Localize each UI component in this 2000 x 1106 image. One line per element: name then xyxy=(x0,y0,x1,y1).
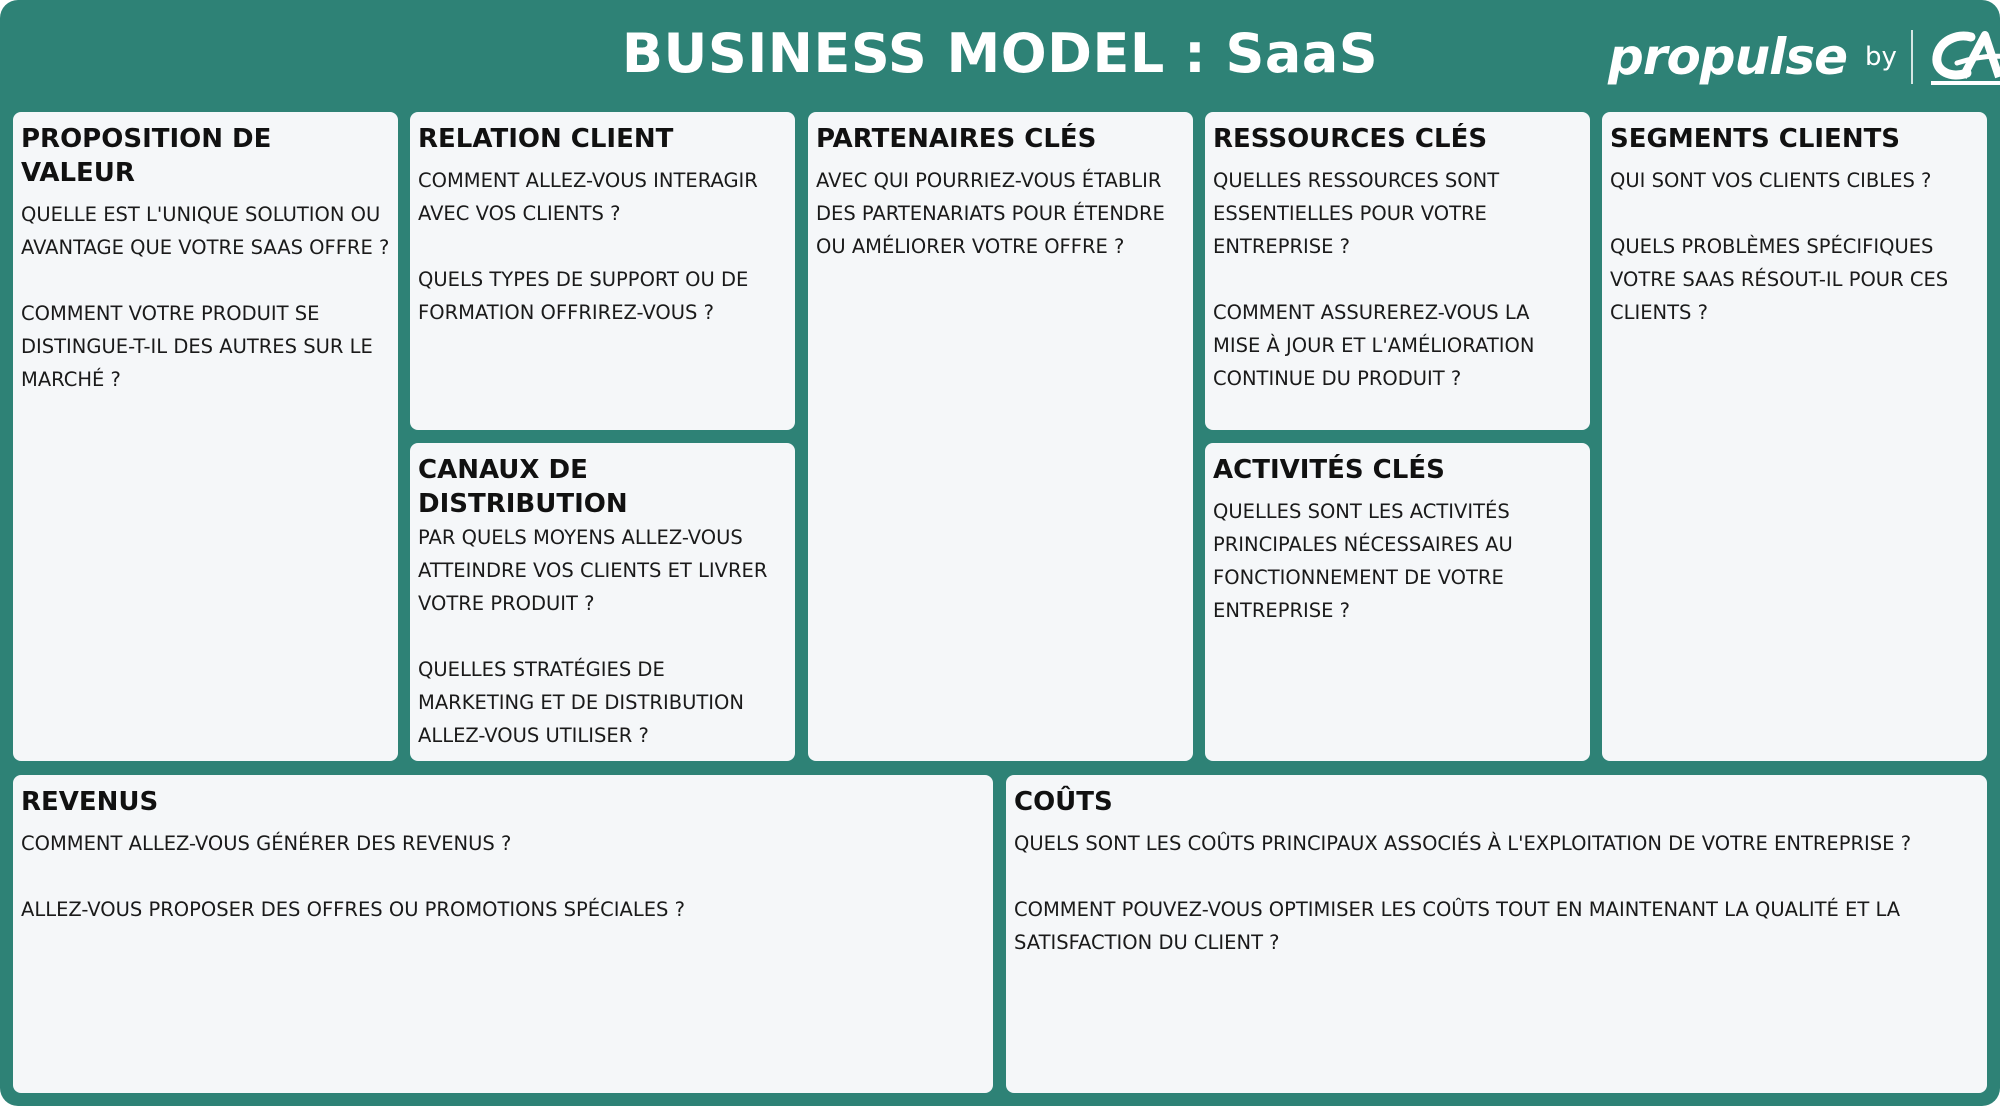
question-text: QUELS PROBLÈMES SPÉCIFIQUES VOTRE SAAS R… xyxy=(1610,235,1949,324)
brand-logo: propulse by xyxy=(1608,22,2000,92)
block-segments-clients: SEGMENTS CLIENTS QUI SONT VOS CLIENTS CI… xyxy=(1602,112,1987,761)
block-revenus: REVENUS COMMENT ALLEZ-VOUS GÉNÉRER DES R… xyxy=(13,775,993,1093)
block-partenaires-cles: PARTENAIRES CLÉS AVEC QUI POURRIEZ-VOUS … xyxy=(808,112,1193,761)
block-title: RESSOURCES CLÉS xyxy=(1213,124,1488,154)
block-couts: COÛTS QUELS SONT LES COÛTS PRINCIPAUX AS… xyxy=(1006,775,1987,1093)
brand-name: propulse xyxy=(1608,28,1848,86)
block-title: SEGMENTS CLIENTS xyxy=(1610,124,1901,154)
question-text: QUELS SONT LES COÛTS PRINCIPAUX ASSOCIÉS… xyxy=(1014,832,1912,855)
question-text: COMMENT ASSUREREZ-VOUS LA MISE À JOUR ET… xyxy=(1213,301,1535,390)
question-text: ALLEZ-VOUS PROPOSER DES OFFRES OU PROMOT… xyxy=(21,898,685,921)
block-title: RELATION CLIENT xyxy=(418,124,674,154)
block-title: ACTIVITÉS CLÉS xyxy=(1213,455,1445,485)
question-text: QUELLE EST L'UNIQUE SOLUTION OU AVANTAGE… xyxy=(21,203,390,259)
page-title: BUSINESS MODEL : SaaS xyxy=(621,22,1379,85)
question-text: COMMENT POUVEZ-VOUS OPTIMISER LES COÛTS … xyxy=(1014,898,1901,954)
question-text: COMMENT VOTRE PRODUIT SE DISTINGUE-T-IL … xyxy=(21,302,373,391)
question-text: PAR QUELS MOYENS ALLEZ-VOUS ATTEINDRE VO… xyxy=(418,526,768,615)
block-title: COÛTS xyxy=(1014,787,1113,817)
question-text: COMMENT ALLEZ-VOUS INTERAGIR AVEC VOS CL… xyxy=(418,169,758,225)
block-relation-client: RELATION CLIENT COMMENT ALLEZ-VOUS INTER… xyxy=(410,112,795,430)
question-text: QUELLES SONT LES ACTIVITÉS PRINCIPALES N… xyxy=(1213,500,1513,622)
ca-logo-icon xyxy=(1930,31,2000,85)
brand-by: by xyxy=(1865,42,1897,72)
block-title: REVENUS xyxy=(21,787,159,817)
question-text: QUELLES RESSOURCES SONT ESSENTIELLES POU… xyxy=(1213,169,1500,258)
block-title: CANAUX DE DISTRIBUTION xyxy=(418,455,628,519)
question-text: COMMENT ALLEZ-VOUS GÉNÉRER DES REVENUS ? xyxy=(21,832,512,855)
block-canaux-de-distribution: CANAUX DE DISTRIBUTION PAR QUELS MOYENS … xyxy=(410,443,795,761)
block-title: PROPOSITION DE VALEUR xyxy=(21,124,272,188)
block-proposition-de-valeur: PROPOSITION DE VALEUR QUELLE EST L'UNIQU… xyxy=(13,112,398,761)
block-title: PARTENAIRES CLÉS xyxy=(816,124,1097,154)
question-text: QUELLES STRATÉGIES DE MARKETING ET DE DI… xyxy=(418,658,744,747)
brand-separator xyxy=(1910,30,1913,84)
block-activites-cles: ACTIVITÉS CLÉS QUELLES SONT LES ACTIVITÉ… xyxy=(1205,443,1590,761)
question-text: QUI SONT VOS CLIENTS CIBLES ? xyxy=(1610,169,1932,192)
block-ressources-cles: RESSOURCES CLÉS QUELLES RESSOURCES SONT … xyxy=(1205,112,1590,430)
question-text: QUELS TYPES DE SUPPORT OU DE FORMATION O… xyxy=(418,268,749,324)
question-text: AVEC QUI POURRIEZ-VOUS ÉTABLIR DES PARTE… xyxy=(816,169,1165,258)
